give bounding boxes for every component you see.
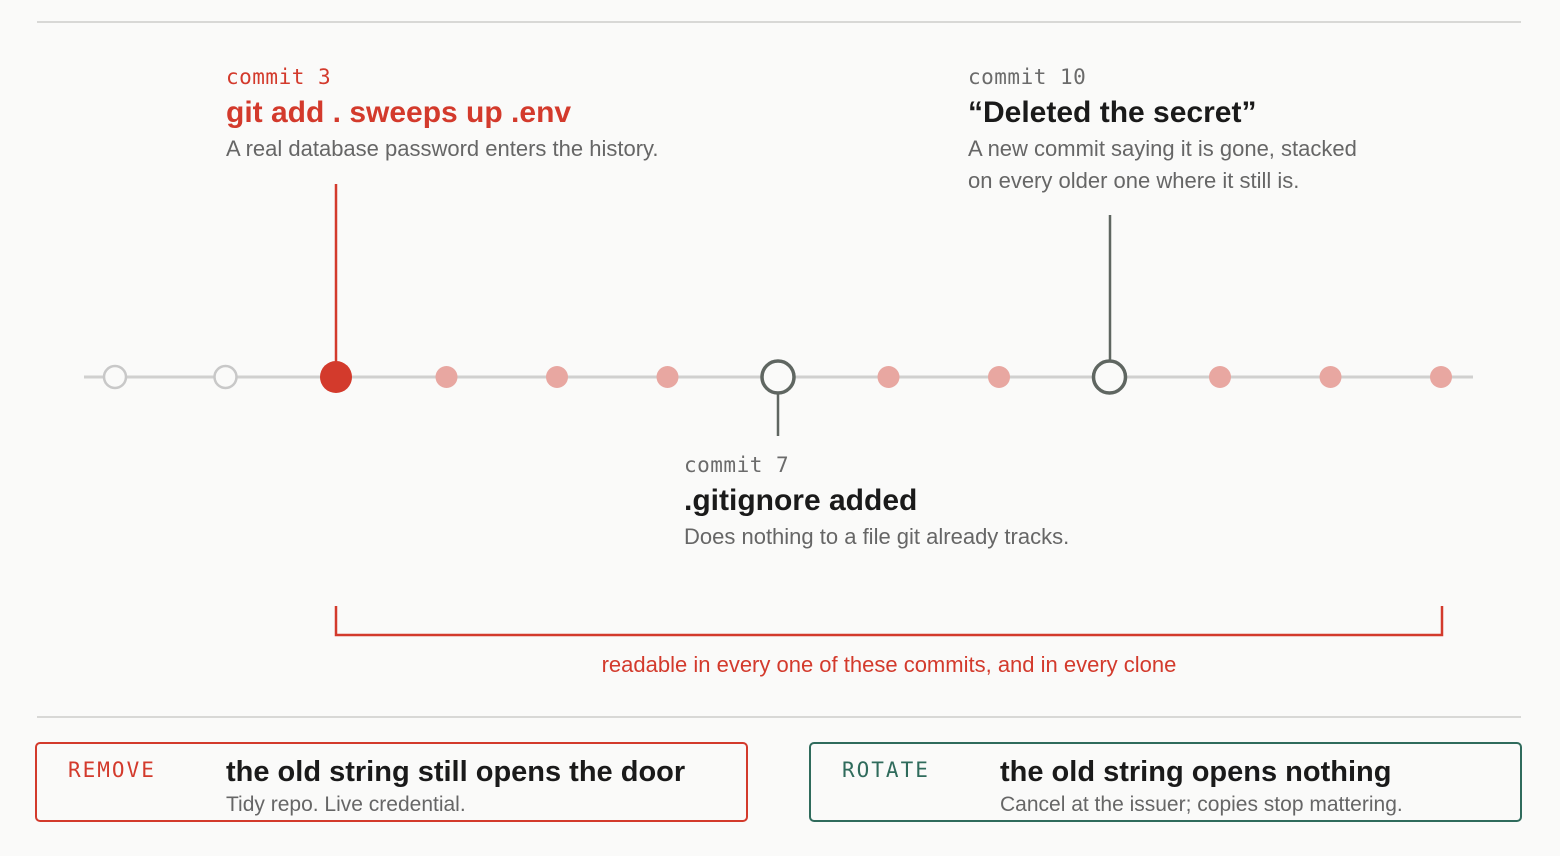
commit-10-description-line-2: on every older one where it still is. [968,168,1300,193]
commit-10-description-line-1: A new commit saying it is gone, stacked [968,136,1357,161]
commit-dot-5 [546,366,568,388]
rotate-tag: ROTATE [842,758,930,782]
commit-dot-1 [102,364,128,390]
commit-7-description: Does nothing to a file git already track… [684,524,1070,549]
commit-7-title: .gitignore added [684,484,918,517]
exposure-range-label: readable in every one of these commits, … [601,652,1177,677]
remove-title: the old string still opens the door [226,756,686,788]
top-divider [37,21,1521,23]
remove-card: REMOVE the old string still opens the do… [35,742,748,822]
commit-dot-7 [760,359,796,395]
commit-3-label: commit 3 [226,65,332,89]
commit-dot-8 [877,366,900,388]
commit-dot-13 [1430,366,1452,388]
commit-10-title: “Deleted the secret” [968,96,1257,129]
commit-dot-11 [1209,366,1231,388]
commit-10-annotation: commit 10 “Deleted the secret” A new com… [968,64,1357,197]
commit-dot-10 [1091,359,1128,395]
remove-subtitle: Tidy repo. Live credential. [226,793,466,816]
commit-3-description: A real database password enters the hist… [226,136,659,161]
commit-3-annotation: commit 3 git add . sweeps up .env A real… [226,64,659,165]
commit-dot-4 [435,366,458,388]
commit-3-title: git add . sweeps up .env [226,96,572,129]
commit-7-label: commit 7 [684,453,790,477]
bottom-divider [37,716,1521,718]
exposure-range-bracket [334,606,1444,637]
commit-dot-3 [320,361,352,393]
remove-tag: REMOVE [68,758,156,782]
commit-dots [102,359,1452,395]
commit-dot-2 [213,364,238,390]
commit-dot-6 [656,366,679,388]
commit-7-annotation: commit 7 .gitignore added Does nothing t… [684,452,1069,553]
commit-dot-9 [988,366,1010,388]
rotate-card: ROTATE the old string opens nothing Canc… [809,742,1522,822]
commit-10-label: commit 10 [968,65,1087,89]
commit-dot-12 [1319,366,1342,388]
rotate-title: the old string opens nothing [1000,756,1392,788]
rotate-subtitle: Cancel at the issuer; copies stop matter… [1000,793,1403,816]
